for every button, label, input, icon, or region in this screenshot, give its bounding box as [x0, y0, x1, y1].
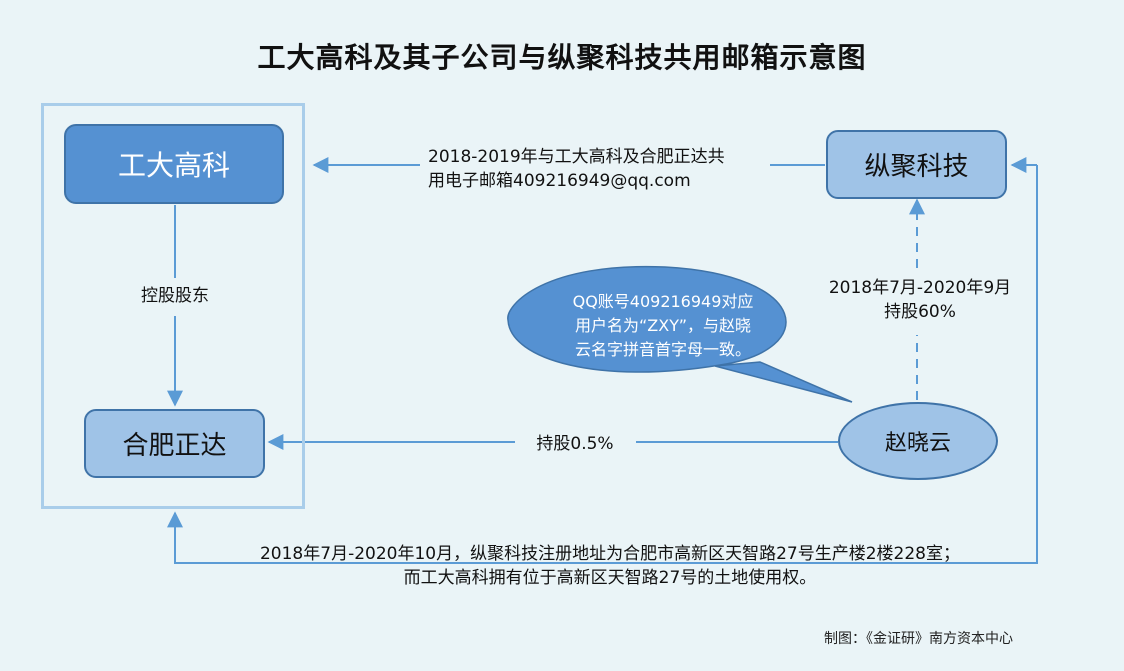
- speech-bubble-line1: QQ账号409216949对应: [572, 292, 754, 311]
- edge-label-address: 2018年7月-2020年10月，纵聚科技注册地址为合肥市高新区天智路27号生产…: [150, 542, 1070, 590]
- node-zongju: 纵聚科技: [826, 130, 1007, 199]
- node-zongju-label: 纵聚科技: [864, 152, 969, 182]
- node-hefei: 合肥正达: [84, 409, 265, 478]
- edge-label-controlling: 控股股东: [141, 286, 209, 306]
- edge-label-zhao-hefei: 持股0.5%: [536, 434, 614, 454]
- edge-label-zhao-zongju-line1: 2018年7月-2020年9月: [828, 278, 1012, 298]
- node-hefei-label: 合肥正达: [122, 431, 227, 461]
- page-title: 工大高科及其子公司与纵聚科技共用邮箱示意图: [257, 41, 867, 74]
- edge-label-email: 2018-2019年与工大高科及合肥正达共 用电子邮箱409216949@qq.…: [428, 145, 773, 193]
- arrow-address-loop: [167, 165, 1038, 564]
- node-zhao-label: 赵晓云: [884, 431, 951, 456]
- node-gongda: 工大高科: [64, 124, 284, 204]
- speech-bubble-line2: 用户名为“ZXY”，与赵晓: [575, 316, 751, 335]
- group-frame: [41, 103, 305, 509]
- speech-bubble-line3: 云名字拼音首字母一致。: [574, 340, 751, 359]
- edge-label-email-line2: 用电子邮箱409216949@qq.com: [428, 171, 691, 191]
- speech-bubble-text: QQ账号409216949对应 用户名为“ZXY”，与赵晓 云名字拼音首字母一致…: [543, 290, 783, 362]
- node-gongda-label: 工大高科: [117, 149, 230, 182]
- edge-label-zhao-zongju-line2: 持股60%: [884, 302, 956, 322]
- edge-label-email-line1: 2018-2019年与工大高科及合肥正达共: [428, 147, 725, 167]
- edge-label-zhao-zongju: 2018年7月-2020年9月 持股60%: [820, 276, 1020, 324]
- node-zhao: 赵晓云: [838, 402, 998, 480]
- speech-bubble: [507, 265, 853, 403]
- edge-label-address-line1: 2018年7月-2020年10月，纵聚科技注册地址为合肥市高新区天智路27号生产…: [259, 544, 960, 564]
- edge-label-address-line2: 而工大高科拥有位于高新区天智路27号的土地使用权。: [403, 568, 817, 588]
- credit-text: 制图：《金证研》南方资本中心: [824, 631, 1013, 647]
